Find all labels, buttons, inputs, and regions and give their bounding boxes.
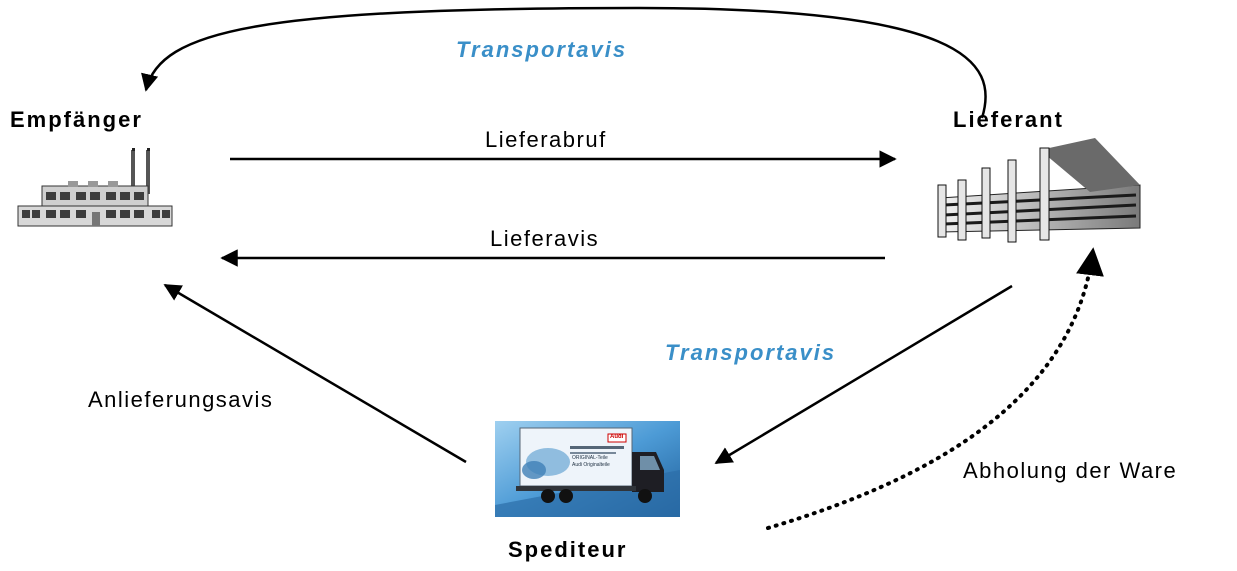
truck-livery-line2: Audi Originalteile bbox=[572, 462, 610, 468]
lieferant-label: Lieferant bbox=[953, 107, 1064, 132]
spediteur-label: Spediteur bbox=[508, 537, 628, 562]
transportavis-top-arrow bbox=[141, 6, 987, 119]
office-building-icon bbox=[937, 138, 1141, 243]
transportavis-right-label: Transportavis bbox=[665, 340, 837, 365]
transportavis-top-label: Transportavis bbox=[456, 37, 628, 62]
anlieferungsavis-label: Anlieferungsavis bbox=[88, 387, 274, 412]
factory-icon bbox=[17, 148, 173, 227]
truck-livery-line1: ORIGINAL-Teile bbox=[572, 455, 608, 461]
transportavis-right-arrow bbox=[714, 284, 1013, 465]
lieferavis-label: Lieferavis bbox=[490, 226, 600, 251]
truck-image bbox=[495, 421, 680, 517]
lieferabruf-label: Lieferabruf bbox=[485, 127, 607, 152]
empfaenger-label: Empfänger bbox=[10, 107, 143, 132]
truck-brand-text: Audi bbox=[610, 434, 624, 440]
abholung-label: Abholung der Ware bbox=[963, 458, 1178, 483]
anlieferungsavis-arrow bbox=[163, 283, 467, 464]
abholung-dotted-arrow bbox=[766, 247, 1104, 530]
